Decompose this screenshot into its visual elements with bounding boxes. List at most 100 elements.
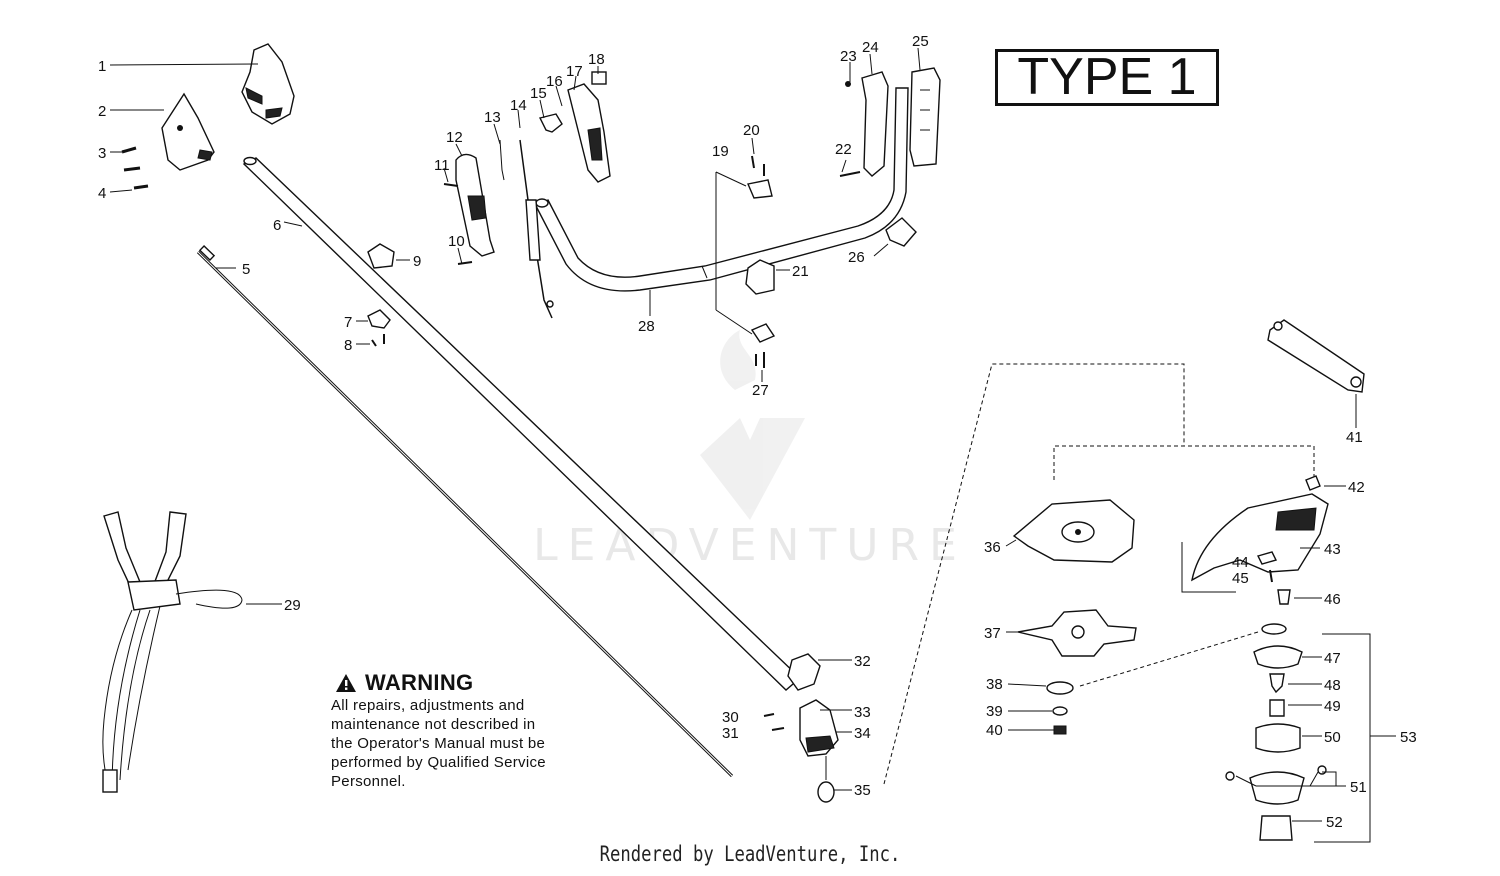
warning-title: WARNING: [365, 670, 474, 695]
assembly-dashed-lines: [883, 363, 1315, 785]
callout-23: 23: [840, 48, 857, 65]
callout-19: 19: [712, 143, 729, 160]
callout-16: 16: [546, 73, 563, 90]
callout-41: 41: [1346, 429, 1363, 446]
callout-3: 3: [98, 145, 106, 162]
callout-2: 2: [98, 103, 106, 120]
callout-9: 9: [413, 253, 421, 270]
part-26-clip: [885, 217, 917, 247]
handlebar: [535, 87, 909, 292]
dashed-38: [1079, 631, 1259, 687]
warning-heading: WARNING: [336, 670, 591, 696]
part-1-cover: [241, 43, 295, 125]
callout-27: 27: [752, 382, 769, 399]
callout-21: 21: [792, 263, 809, 280]
parts-44-46: [1256, 551, 1291, 605]
callout-8: 8: [344, 337, 352, 354]
part-7-8: [367, 309, 391, 347]
callout-43: 43: [1324, 541, 1341, 558]
warning-block: WARNING All repairs, adjustments and mai…: [331, 670, 591, 791]
warning-triangle-icon: [336, 674, 356, 692]
part-2-cover: [161, 92, 215, 171]
callout-17: 17: [566, 63, 583, 80]
gear-head: [763, 653, 839, 803]
footer-credit: Rendered by LeadVenture, Inc.: [599, 842, 901, 866]
part-36-blade-guard: [1012, 499, 1135, 563]
callout-24: 24: [862, 39, 879, 56]
callout-30: 30: [722, 709, 739, 726]
callout-22: 22: [835, 141, 852, 158]
watermark-logo: [700, 330, 805, 520]
callout-13: 13: [484, 109, 501, 126]
drive-tube: [242, 156, 802, 691]
part-15-trigger: [538, 113, 563, 133]
part-24-grip: [839, 71, 889, 177]
callout-34: 34: [854, 725, 871, 742]
screws-3-4: [121, 146, 149, 190]
callout-47: 47: [1324, 650, 1341, 667]
washers-38-40: [1046, 681, 1074, 735]
callout-32: 32: [854, 653, 871, 670]
callout-12: 12: [446, 129, 463, 146]
part-27-clamp: [750, 323, 776, 368]
watermark-text: LEADVENTURE: [533, 520, 967, 571]
warning-line-1: All repairs, adjustments and: [331, 697, 525, 714]
callout-40: 40: [986, 722, 1003, 739]
bracket-43: [1181, 542, 1236, 593]
callout-29: 29: [284, 597, 301, 614]
callout-44: 44: [1232, 554, 1249, 571]
callout-5: 5: [242, 261, 250, 278]
warning-line-2: maintenance not described in: [331, 716, 536, 733]
part-19-clamp: [747, 155, 773, 199]
part-42-nut: [1305, 475, 1321, 491]
part-9-clamp: [367, 243, 395, 269]
warning-line-3: the Operator's Manual must be: [331, 735, 546, 752]
callout-50: 50: [1324, 729, 1341, 746]
callout-49: 49: [1324, 698, 1341, 715]
part-43-trimmer-guard: [1191, 493, 1329, 582]
callout-7: 7: [344, 314, 352, 331]
callout-52: 52: [1326, 814, 1343, 831]
part-13: [499, 139, 505, 181]
part-41-wrench: [1267, 319, 1365, 393]
callout-leader-lines: [109, 47, 1396, 822]
callout-4: 4: [98, 185, 106, 202]
callout-39: 39: [986, 703, 1003, 720]
callout-26: 26: [848, 249, 865, 266]
callout-46: 46: [1324, 591, 1341, 608]
callout-11: 11: [434, 157, 450, 174]
trimmer-head: [1225, 623, 1327, 841]
callout-10: 10: [448, 233, 465, 250]
bracket-53: [1314, 633, 1371, 843]
callout-33: 33: [854, 704, 871, 721]
callout-48: 48: [1324, 677, 1341, 694]
callout-51: 51: [1350, 779, 1367, 796]
warning-line-5: Personnel.: [331, 773, 406, 790]
callout-15: 15: [530, 85, 547, 102]
callout-numbers: 1 2 3 4 5 6 7 8 9 10 11 12 13 14 15 16 1…: [98, 33, 1417, 831]
callout-25: 25: [912, 33, 929, 50]
callout-14: 14: [510, 97, 527, 114]
callout-20: 20: [743, 122, 760, 139]
part-29-harness: [102, 511, 243, 793]
type-label: TYPE 1: [995, 49, 1219, 106]
callout-53: 53: [1400, 729, 1417, 746]
part-12-grip: [443, 153, 495, 265]
callout-35: 35: [854, 782, 871, 799]
throttle-cable: [519, 139, 554, 319]
part-17-throttle-handle: [567, 83, 611, 183]
callout-36: 36: [984, 539, 1001, 556]
callout-42: 42: [1348, 479, 1365, 496]
drive-shaft: [196, 244, 734, 778]
callout-1: 1: [98, 58, 106, 75]
callout-18: 18: [588, 51, 605, 68]
part-21-clamp: [745, 259, 775, 295]
part-18: [591, 71, 607, 85]
part-37-blade: [1017, 609, 1137, 657]
callout-45: 45: [1232, 570, 1249, 587]
callout-28: 28: [638, 318, 655, 335]
callout-31: 31: [722, 725, 739, 742]
warning-line-4: performed by Qualified Service: [331, 754, 546, 771]
callout-38: 38: [986, 676, 1003, 693]
